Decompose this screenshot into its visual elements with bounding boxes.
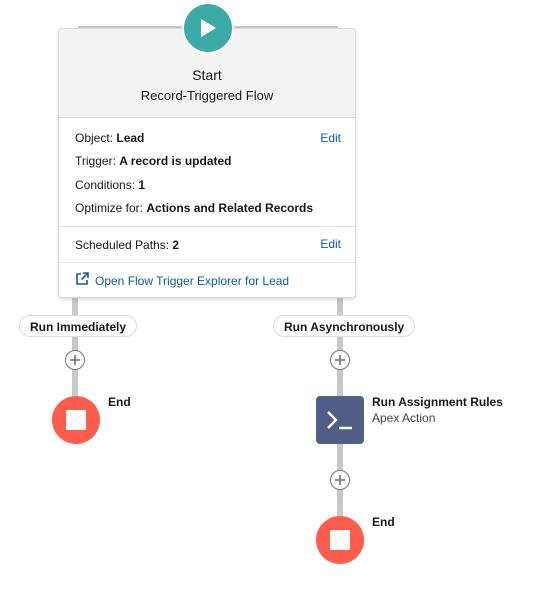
object-label: Object: [75,131,114,145]
add-element-button-left[interactable] [65,350,85,370]
run-immediately-path[interactable]: Run Immediately [19,315,138,337]
start-play-icon[interactable] [184,4,232,52]
apex-action-subtitle: Apex Action [372,411,436,425]
optimize-label: Optimize for: [75,201,144,215]
edit-scheduled-paths-button[interactable]: Edit [320,237,341,251]
trigger-label: Trigger: [75,154,116,168]
stop-icon [330,530,350,550]
start-subtitle: Record-Triggered Flow [140,88,274,103]
external-link-icon [75,272,89,289]
trigger-value: A record is updated [119,154,232,168]
trigger-row: Trigger: A record is updated [75,154,232,168]
start-element-card[interactable]: Start Record-Triggered Flow Object: Lead… [58,28,356,298]
add-element-button-right-bottom[interactable] [330,470,350,490]
apex-action-title: Run Assignment Rules [372,395,503,409]
end-node-right[interactable] [316,516,364,564]
end-node-left[interactable] [52,396,100,444]
end-left-label: End [108,395,131,409]
plus-icon [335,355,345,365]
card-divider-2 [59,262,355,263]
start-title: Start [192,67,222,83]
scheduled-paths-row: Scheduled Paths: 2 [75,238,179,252]
conditions-row: Conditions: 1 [75,178,145,192]
edit-trigger-button[interactable]: Edit [320,131,341,145]
apex-action-node[interactable] [316,396,364,444]
end-right-label: End [372,515,395,529]
right-branch-connector [337,296,343,396]
object-row: Object: Lead [75,131,144,145]
open-trigger-explorer-label: Open Flow Trigger Explorer for Lead [95,273,290,288]
plus-icon [70,355,80,365]
stop-icon [66,410,86,430]
open-trigger-explorer-link[interactable]: Open Flow Trigger Explorer for Lead [75,272,289,289]
run-asynchronously-path[interactable]: Run Asynchronously [273,315,416,337]
terminal-icon [327,411,352,430]
plus-icon [335,475,345,485]
optimize-row: Optimize for: Actions and Related Record… [75,201,313,215]
scheduled-paths-value: 2 [172,238,180,252]
conditions-label: Conditions: [75,178,136,192]
object-value: Lead [116,131,145,145]
add-element-button-right-top[interactable] [330,350,350,370]
left-branch-connector [72,296,78,396]
conditions-value: 1 [138,178,146,192]
optimize-value: Actions and Related Records [146,201,314,215]
card-divider [59,226,355,227]
scheduled-paths-label: Scheduled Paths: [75,238,170,252]
